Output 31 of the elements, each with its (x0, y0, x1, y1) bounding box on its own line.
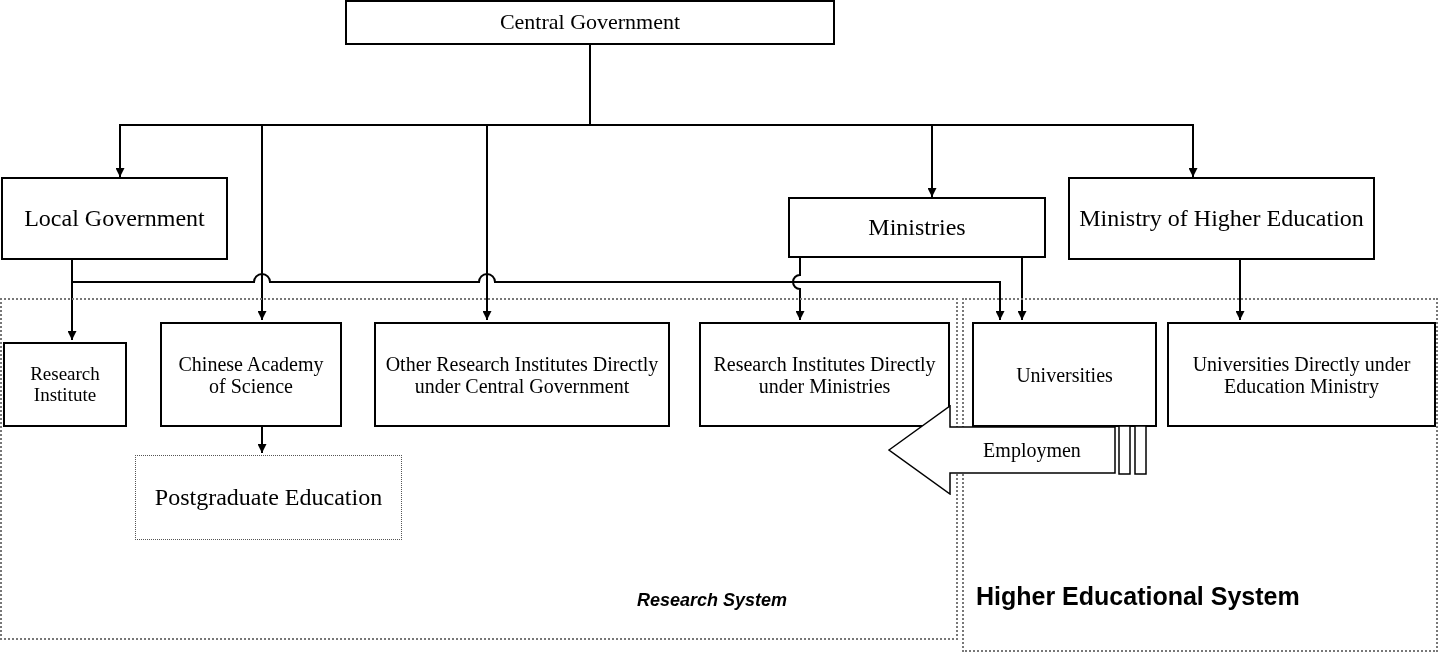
dotted-box (135, 455, 402, 540)
box-label: Postgraduate Education (154, 484, 383, 511)
region-title: Research System (635, 590, 789, 611)
arrow (1017, 257, 1027, 321)
box-label: Universities Directly under Education Ministry (1191, 352, 1412, 397)
box-label: Ministries (868, 214, 966, 241)
box-label: Central Government (499, 10, 681, 35)
arrow (1235, 259, 1245, 321)
process-box (1167, 322, 1436, 427)
process-box (3, 342, 127, 427)
box-label: Other Research Institutes Directly under Central Government (384, 352, 660, 397)
process-box (699, 322, 950, 427)
block-arrow (888, 405, 1116, 495)
system-region (0, 298, 958, 640)
region-title: Higher Educational System (976, 582, 1301, 611)
process-box (345, 0, 835, 45)
box-label: Research Institute (29, 363, 101, 406)
box-label: Local Government (24, 205, 205, 232)
process-box (160, 322, 342, 427)
arrow-label: Employmen (983, 438, 1081, 462)
process-box (1, 177, 228, 260)
box-label: Chinese Academy of Science (177, 352, 325, 397)
process-box (374, 322, 670, 427)
process-box (788, 197, 1046, 258)
arrow (792, 257, 805, 321)
box-label: Universities (1016, 363, 1113, 386)
process-box (972, 322, 1157, 427)
box-label: Research Institutes Directly under Ministries (712, 352, 937, 397)
box-label: Ministry of Higher Education (1079, 205, 1364, 232)
process-box (1068, 177, 1375, 260)
system-region (962, 298, 1438, 652)
